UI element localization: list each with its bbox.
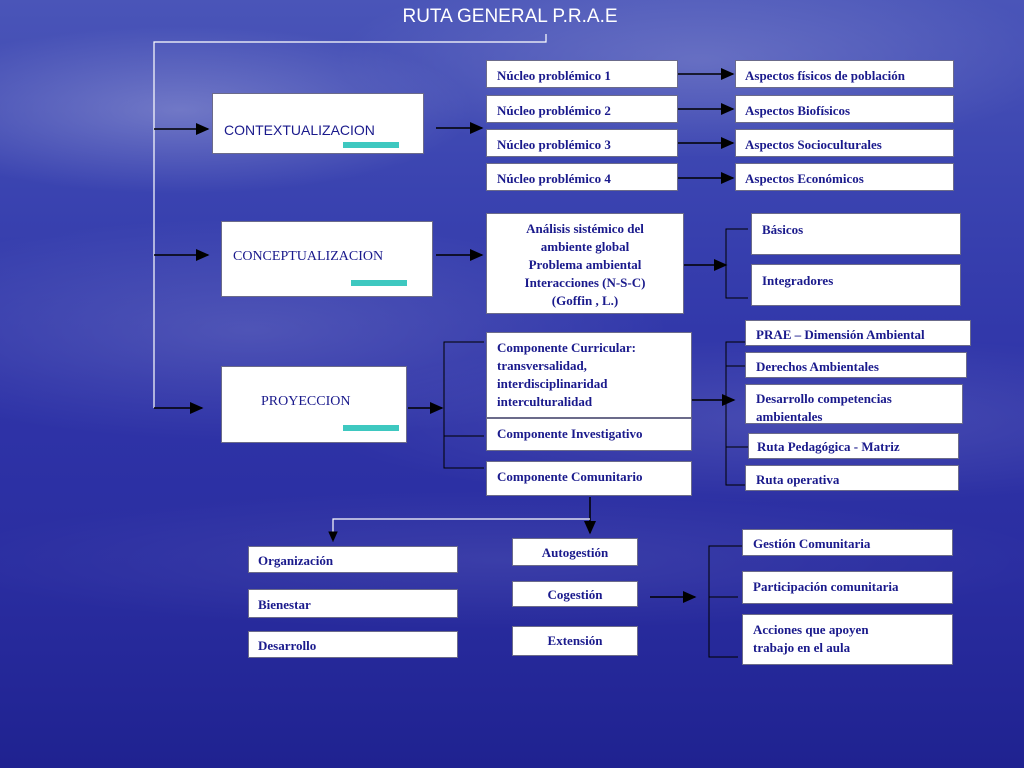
prae-dimension-box: PRAE – Dimensión Ambiental [745,320,971,346]
right-label: Participación comunitaria [753,579,899,594]
desarrollo-box: Desarrollo [248,631,458,658]
participacion-box: Participación comunitaria [742,571,953,604]
derechos-box: Derechos Ambientales [745,352,967,378]
comunitario-component-label: Componente Comunitario [497,469,643,484]
analisis-line: Análisis sistémico del [526,221,644,236]
output-label: PRAE – Dimensión Ambiental [756,327,925,342]
analisis-line: Problema ambiental [528,257,642,272]
curricular-line: Componente Curricular: [497,340,637,355]
middle-label: Autogestión [541,545,609,560]
conceptualizacion-accent [351,280,407,286]
investigativo-box: Componente Investigativo [486,418,692,451]
aspecto-label: Aspectos físicos de población [745,68,905,83]
nucleo-box-1: Núcleo problémico 1 [486,60,678,88]
nucleo-label: Núcleo problémico 1 [497,68,611,83]
output-label: Desarrollo competencias ambientales [756,391,892,424]
curricular-box: Componente Curricular: transversalidad, … [486,332,692,418]
contextualizacion-accent [343,142,399,148]
bienestar-box: Bienestar [248,589,458,618]
autogestion-box: Autogestión [512,538,638,566]
investigativo-label: Componente Investigativo [497,426,643,441]
page-title: RUTA GENERAL P.R.A.E [402,6,618,27]
proyeccion-box: PROYECCION [221,366,407,443]
acciones-box: Acciones que apoyen trabajo en el aula [742,614,953,665]
nucleo-box-3: Núcleo problémico 3 [486,129,678,157]
cogestion-box: Cogestión [512,581,638,607]
right-label: Acciones que apoyen trabajo en el aula [753,622,869,655]
competencias-box: Desarrollo competencias ambientales [745,384,963,424]
right-label: Gestión Comunitaria [753,536,871,551]
integradores-box: Integradores [751,264,961,306]
comunitario-component-box: Componente Comunitario [486,461,692,496]
ruta-pedagogica-box: Ruta Pedagógica - Matriz [748,433,959,459]
middle-label: Cogestión [547,587,603,602]
curricular-line: interdisciplinaridad [497,376,608,391]
aspecto-box-4: Aspectos Económicos [735,163,954,191]
organizacion-box: Organización [248,546,458,573]
output-label: Ruta Pedagógica - Matriz [757,439,900,454]
ruta-operativa-box: Ruta operativa [745,465,959,491]
extension-box: Extensión [512,626,638,656]
nucleo-label: Núcleo problémico 4 [497,171,611,186]
proyeccion-label: PROYECCION [261,394,351,409]
aspecto-box-1: Aspectos físicos de población [735,60,954,88]
aspecto-label: Aspectos Socioculturales [745,137,882,152]
middle-label: Extensión [547,633,603,648]
curricular-line: interculturalidad [497,394,593,409]
nucleo-box-4: Núcleo problémico 4 [486,163,678,191]
analisis-line: ambiente global [540,239,630,254]
analisis-box: Análisis sistémico del ambiente global P… [486,213,684,314]
output-label: Derechos Ambientales [756,359,879,374]
aspecto-box-2: Aspectos Biofísicos [735,95,954,123]
contextualizacion-label: CONTEXTUALIZACION [224,122,375,138]
aspecto-label: Aspectos Biofísicos [745,103,851,118]
left-label: Desarrollo [258,638,317,653]
output-label: Ruta operativa [756,472,840,487]
aspecto-label: Aspectos Económicos [745,171,864,186]
basicos-box: Básicos [751,213,961,255]
nucleo-label: Núcleo problémico 3 [497,137,611,152]
curricular-line: transversalidad, [497,358,587,373]
gestion-comunitaria-box: Gestión Comunitaria [742,529,953,556]
analisis-line: (Goffin , L.) [551,293,619,308]
analisis-line: Interacciones (N-S-C) [524,275,646,290]
proyeccion-accent [343,425,399,431]
nucleo-label: Núcleo problémico 2 [497,103,611,118]
output-label: Básicos [762,222,804,237]
output-label: Integradores [762,273,834,288]
conceptualizacion-label: CONCEPTUALIZACION [233,249,384,264]
nucleo-box-2: Núcleo problémico 2 [486,95,678,123]
left-label: Organización [258,553,334,568]
left-label: Bienestar [258,597,311,612]
aspecto-box-3: Aspectos Socioculturales [735,129,954,157]
